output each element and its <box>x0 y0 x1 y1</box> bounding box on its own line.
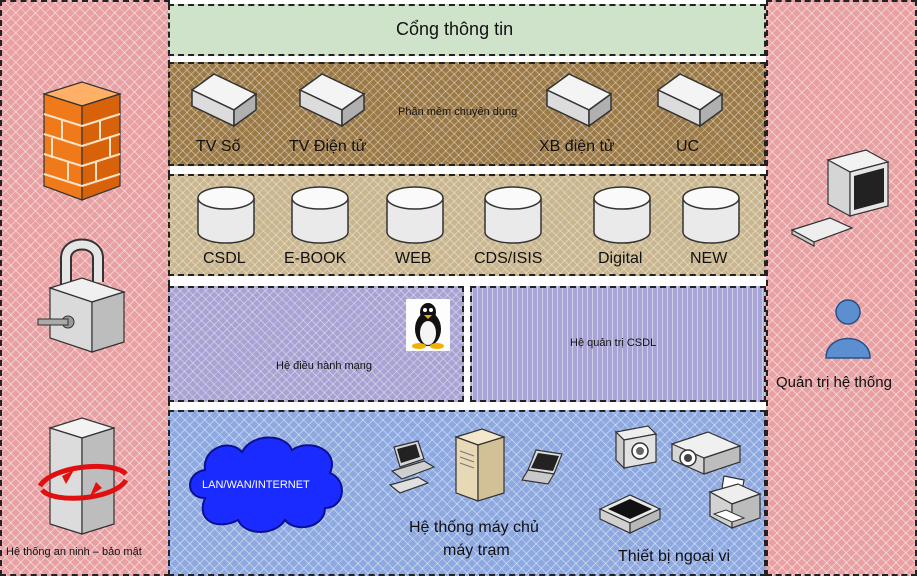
app-label-uc: UC <box>676 138 700 155</box>
padlock-icon <box>37 238 126 353</box>
camera-icon <box>614 425 658 470</box>
cloud-icon <box>189 436 343 533</box>
servers-label-line2: máy trạm <box>443 542 510 559</box>
network-os-label: Hệ điều hành mạng <box>276 360 373 372</box>
dbms-label: Hệ quản trị CSDL <box>570 337 657 349</box>
box-icon-xb-dien-tu <box>545 73 613 128</box>
apps-layer <box>168 62 766 166</box>
portal-bar <box>168 4 766 56</box>
database-icon-digital <box>593 186 651 244</box>
user-icon <box>825 299 871 359</box>
printer-icon <box>708 475 762 530</box>
database-layer <box>168 174 766 276</box>
database-icon-ebook <box>291 186 349 244</box>
admin-panel <box>766 0 917 576</box>
scanner-icon <box>598 494 662 534</box>
app-label-xb-dien-tu: XB điện tử <box>539 138 615 155</box>
database-icon-new <box>682 186 740 244</box>
db-label-csdl: CSDL <box>203 250 246 267</box>
secure-server-icon <box>37 417 129 535</box>
app-label-tv-dien-tu: TV Điện tử <box>289 138 367 155</box>
app-label-tv-so: TV Số <box>196 138 241 155</box>
security-label: Hệ thống an ninh – bảo mật <box>6 546 142 558</box>
server-tower-icon <box>454 428 506 502</box>
db-label-ebook: E-BOOK <box>284 250 347 267</box>
database-icon-web <box>386 186 444 244</box>
cloud-label: LAN/WAN/INTERNET <box>202 479 310 491</box>
portal-title: Cổng thông tin <box>396 19 514 39</box>
projector-icon <box>670 431 742 475</box>
database-icon-csdl <box>197 186 255 244</box>
laptop-icon <box>521 449 563 485</box>
database-icon-cds-isis <box>484 186 542 244</box>
apps-caption: Phần mềm chuyên dụng <box>398 106 518 118</box>
db-label-web: WEB <box>395 250 432 267</box>
box-icon-uc <box>656 73 724 128</box>
peripherals-label: Thiết bị ngoại vi <box>618 548 731 565</box>
workstation-icon <box>388 440 436 494</box>
computer-icon <box>790 149 890 248</box>
linux-penguin-icon <box>406 299 450 351</box>
box-icon-tv-dien-tu <box>298 73 366 128</box>
db-label-cds-isis: CDS/ISIS <box>474 250 543 267</box>
admin-label: Quản trị hệ thống <box>776 374 892 391</box>
db-label-digital: Digital <box>598 250 643 267</box>
dbms-panel <box>470 286 766 402</box>
box-icon-tv-so <box>190 73 258 128</box>
db-label-new: NEW <box>690 250 728 267</box>
servers-label-line1: Hệ thống máy chủ <box>409 519 539 536</box>
firewall-icon <box>42 81 122 201</box>
